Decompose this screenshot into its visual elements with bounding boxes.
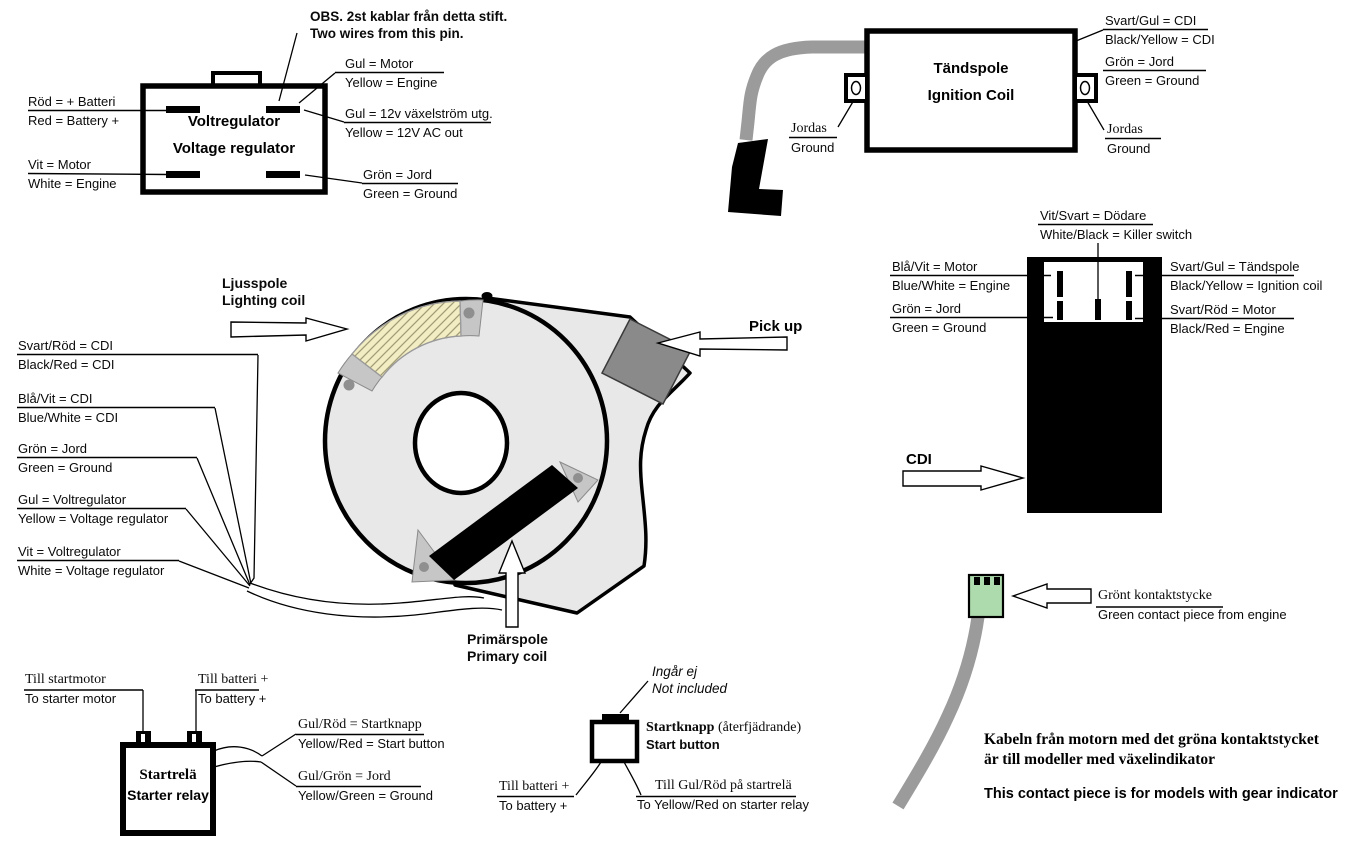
gear-note-sv-line2: är till modeller med växelindikator [984,751,1216,768]
voltage-regulator-title-en: Voltage regulator [172,140,296,157]
cdi-pin-left-bottom [1057,301,1063,320]
cdi-pin-middle [1095,299,1101,320]
vr-terminal-bottom-left [166,171,200,178]
primary-screw-upper [573,473,583,483]
start-button-graphic [589,714,640,764]
starter-relay-box [120,742,216,836]
label-cdi-black-yellow-coil: Svart/Gul = Tändspole Black/Yellow = Ign… [1170,259,1323,293]
start-button-cap [602,714,629,723]
label-vr-white-engine: Vit = Motor White = Engine [28,157,117,191]
label-coil-black-yellow-cdi: Svart/Gul = CDI Black/Yellow = CDI [1105,13,1215,47]
label-stator-yellow-regulator: Gul = Voltregulator Yellow = Voltage reg… [18,492,169,526]
leader-lines [142,29,1105,796]
label-divider-lines [17,28,1294,798]
gear-connector-pin-2 [984,577,990,585]
gear-note-en: This contact piece is for models with ge… [984,786,1338,802]
pickup-arrow [655,331,788,357]
gear-connector-pin-3 [994,577,1000,585]
label-primary-coil: Primärspole Primary coil [467,631,548,664]
cdi-pin-right-bottom [1126,301,1132,320]
label-relay-to-battery: Till batteri + To battery + [198,672,269,706]
primary-coil-arrow [497,539,527,628]
gear-connector-pin-1 [974,577,980,585]
cdi-arrow [902,465,1026,491]
spark-plug-boot [728,139,783,216]
label-stator-blue-white-cdi: Blå/Vit = CDI Blue/White = CDI [18,391,119,425]
starter-relay-title-en: Starter relay [127,787,209,803]
pickup-label: Pick up [749,318,803,335]
label-not-included: Ingår ej Not included [652,664,728,696]
vr-terminal-top-left [166,106,200,113]
coil-screw-upper [463,307,475,319]
voltage-regulator-graphic [140,71,328,195]
label-two-wires-note: OBS. 2st kablar från detta stift. Two wi… [310,9,508,41]
crankshaft-hole [412,390,510,496]
lighting-coil-mount-lower [337,353,383,392]
block-arrows [230,317,1092,628]
label-coil-ground-right: Jordas Ground [1107,122,1151,156]
relay-wire-upper [213,746,263,757]
relay-terminal-right-slot [192,734,196,743]
lighting-coil-hatch [351,300,462,378]
label-vr-yellow-ac-out: Gul = 12v växelström utg. Yellow = 12V A… [345,106,493,140]
label-vr-yellow-engine: Gul = Motor Yellow = Engine [345,56,438,90]
label-button-to-battery: Till batteri + To battery + [499,779,570,813]
label-relay-yellow-green-ground: Gul/Grön = Jord Yellow/Green = Ground [298,769,434,803]
stator-wire-bundle-upper [249,582,485,605]
label-stator-green-ground: Grön = Jord Green = Ground [18,441,113,475]
label-stator-black-red-cdi: Svart/Röd = CDI Black/Red = CDI [18,338,115,372]
primary-coil [429,465,578,580]
coil-tab-hole-right [1079,80,1091,96]
start-button-box [589,719,640,764]
label-cdi-green-ground: Grön = Jord Green = Ground [892,301,987,335]
label-vr-green-ground: Grön = Jord Green = Ground [363,167,458,201]
coil-screw-lower [343,379,355,391]
voltage-regulator-title-sv: Voltregulator [187,113,281,130]
gear-connector-arrow [1010,583,1092,609]
lighting-coil-arrow [230,317,350,342]
cdi-pin-right-top [1126,271,1132,297]
ignition-coil-box [864,28,1078,153]
label-green-contact-piece: Grönt kontaktstycke Green contact piece … [1098,588,1287,622]
label-button-to-relay: Till Gul/Röd på startrelä To Yellow/Red … [637,778,809,812]
start-button-name-note: (återfjädrande) [714,720,802,735]
starter-relay-graphic [120,731,263,836]
vr-terminal-top-right [266,106,300,113]
vr-terminal-bottom-right [266,171,300,178]
lighting-coil-mount-upper [459,299,484,337]
label-stator-white-regulator: Vit = Voltregulator White = Voltage regu… [18,544,165,578]
cdi-pin-left-top [1057,271,1063,297]
relay-wire-lower [213,760,262,768]
label-cdi-black-red-engine: Svart/Röd = Motor Black/Red = Engine [1170,302,1285,336]
stator-wire-bundle-lower [246,590,503,618]
label-vr-red-battery: Röd = + Batteri Red = Battery + [28,94,120,128]
ignition-coil-title-sv: Tändspole [933,60,1009,77]
starter-relay-title-sv: Startrelä [139,767,197,783]
spark-plug-cable [739,40,867,141]
label-cdi-blue-white-engine: Blå/Vit = Motor Blue/White = Engine [892,259,1011,293]
cdi-name-label: CDI [906,451,932,468]
gear-connector-cable [892,616,985,810]
start-button-name-sv: Startknapp [646,720,715,735]
label-relay-to-starter-motor: Till startmotor To starter motor [25,672,117,706]
case-top-mark [481,292,493,300]
start-button-name: Startknapp (återfjädrande) Start button [646,720,801,752]
label-relay-yellow-red-button: Gul/Röd = Startknapp Yellow/Red = Start … [298,717,445,751]
gear-connector-graphic [892,573,1005,810]
label-cdi-killer-switch: Vit/Svart = Dödare White/Black = Killer … [1040,208,1193,242]
label-coil-ground-left: Jordas Ground [791,121,835,155]
gear-note-sv-line1: Kabeln från motorn med det gröna kontakt… [984,731,1319,748]
cdi-graphic [1027,257,1162,513]
label-coil-green-ground: Grön = Jord Green = Ground [1105,54,1200,88]
stator-graphic [322,292,693,615]
relay-terminal-left-slot [141,734,145,743]
start-button-name-en: Start button [646,737,720,752]
coil-tab-hole-left [850,80,862,96]
ignition-coil-graphic [728,28,1098,216]
ignition-coil-title-en: Ignition Coil [927,87,1015,104]
label-lighting-coil: Ljusspole Lighting coil [222,275,306,308]
primary-screw-lower [419,562,429,572]
